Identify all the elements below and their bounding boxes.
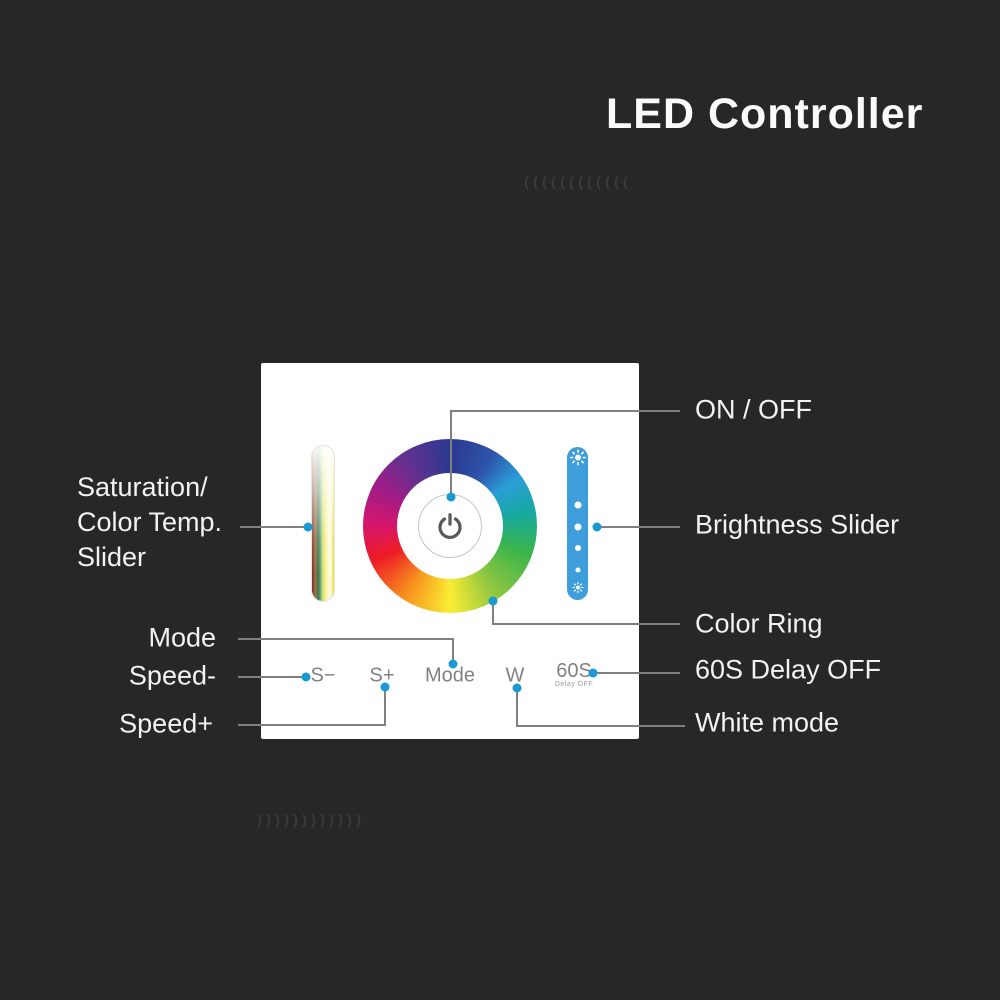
label-saturation-slider: Saturation/ Color Temp. Slider — [77, 472, 223, 572]
brightness-slider[interactable] — [567, 447, 588, 600]
brightness-dot — [574, 545, 581, 551]
label-speed-plus: Speed+ — [119, 708, 213, 739]
brightness-dot — [574, 501, 581, 509]
delay-off-sublabel: Delay OFF — [554, 681, 594, 688]
power-button[interactable] — [418, 494, 482, 558]
label-brightness-slider: Brightness Slider — [695, 509, 900, 540]
color-ring[interactable] — [363, 439, 537, 613]
delay-off-label: 60S — [556, 660, 592, 682]
speed-plus-button[interactable]: S+ — [369, 664, 395, 687]
mode-button[interactable]: Mode — [424, 664, 476, 687]
page-title: LED Controller — [606, 90, 924, 138]
brightness-dot — [574, 523, 581, 531]
saturation-color-temp-slider[interactable] — [311, 445, 335, 602]
decor-chevrons-top: (((((((((((( — [524, 174, 632, 191]
label-mode: Mode — [148, 622, 216, 653]
label-60s-delay-off: 60S Delay OFF — [695, 654, 882, 685]
label-speed-minus: Speed- — [128, 660, 216, 691]
label-white-mode: White mode — [695, 707, 840, 738]
label-on-off: ON / OFF — [695, 394, 812, 425]
speed-minus-button[interactable]: S− — [310, 664, 336, 687]
sun-bright-icon — [569, 449, 586, 471]
brightness-dot — [575, 567, 580, 573]
decor-chevrons-bottom: )))))))))))) — [257, 812, 365, 829]
sun-dim-icon — [571, 580, 584, 598]
white-mode-button[interactable]: W — [505, 664, 525, 687]
delay-off-button[interactable]: 60S Delay OFF — [555, 660, 593, 688]
controller-panel: S− S+ Mode W 60S Delay OFF — [261, 363, 639, 739]
label-color-ring: Color Ring — [695, 608, 823, 639]
power-icon — [435, 511, 465, 541]
